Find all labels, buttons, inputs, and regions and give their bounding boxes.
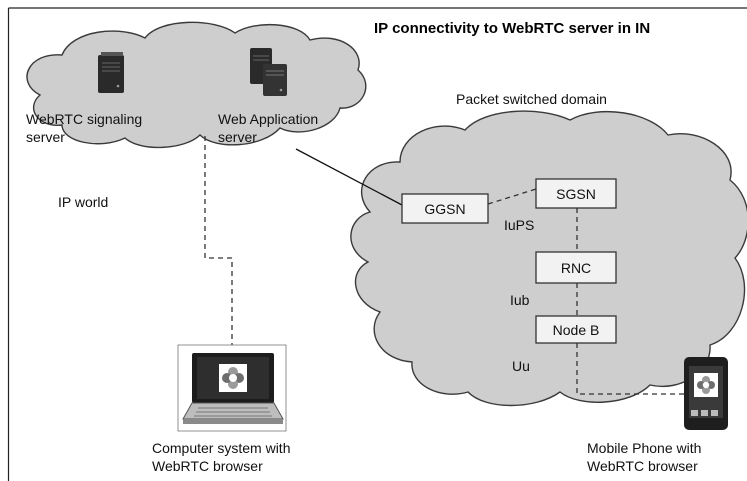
mobile-label-line1: Mobile Phone with [587, 440, 701, 456]
rnc-node [535, 251, 617, 284]
computer-label-line2: WebRTC browser [152, 458, 263, 474]
ggsn-label: GGSN [424, 201, 465, 217]
rnc-label: RNC [561, 260, 591, 276]
uu-interface-label: Uu [512, 358, 530, 374]
mobile-label-line2: WebRTC browser [587, 458, 698, 474]
webapp-to-ggsn-line [295, 148, 403, 206]
webrtc-logo-icon [219, 364, 247, 392]
nodeb-label: Node B [553, 322, 600, 338]
packet-switched-domain-label: Packet switched domain [456, 91, 607, 107]
webapp-server-label-line2: server [218, 129, 257, 145]
iub-interface-label: Iub [510, 292, 530, 308]
sgsn-node [535, 178, 617, 209]
computer-label-line1: Computer system with [152, 440, 290, 456]
server-computer-link [204, 136, 233, 345]
diagram-title: IP connectivity to WebRTC server in IN [374, 20, 650, 37]
signaling-server-label-line1: WebRTC signaling [26, 111, 142, 127]
sgsn-label: SGSN [556, 186, 596, 202]
server-icon [98, 52, 124, 93]
iups-interface-label: IuPS [504, 217, 534, 233]
ggsn-node [401, 193, 489, 224]
webrtc-logo-icon [694, 373, 718, 397]
server-icon [250, 48, 287, 96]
ip-world-cloud [26, 21, 367, 149]
ip-world-label: IP world [58, 194, 108, 210]
webapp-server-label-line1: Web Application [218, 111, 318, 127]
nodeb-node [535, 315, 617, 344]
signaling-server-label-line2: server [26, 129, 65, 145]
